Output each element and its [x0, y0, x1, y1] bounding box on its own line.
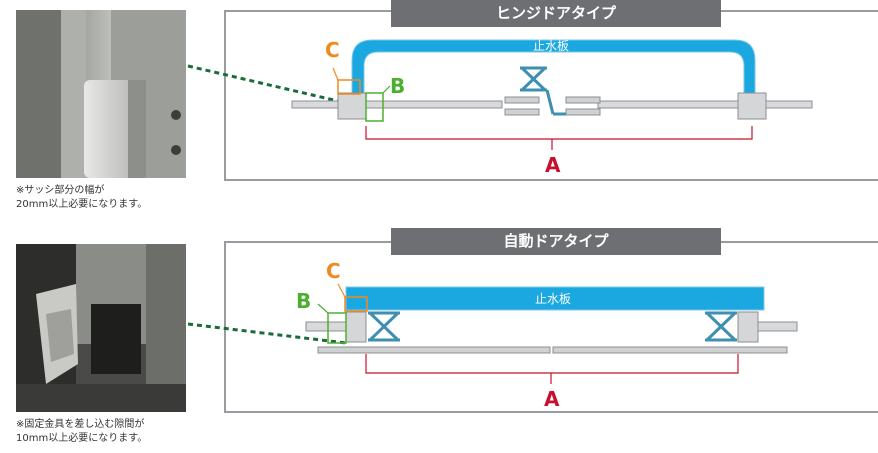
hinge-note-line1: ※サッシ部分の幅が: [16, 185, 105, 196]
hinge-connector-line: [187, 64, 339, 103]
hinge-door-leaf-right2: [565, 108, 601, 116]
hinge-b-marker-box: [365, 92, 384, 122]
auto-x-bracket-left: [368, 311, 400, 342]
auto-b-marker-box: [327, 312, 347, 344]
auto-note-line2: 10mm以上必要になります。: [16, 433, 148, 444]
auto-track-right: [552, 346, 788, 354]
hinge-board-label: 止水板: [533, 39, 569, 53]
hinge-end-block-left: [337, 92, 367, 120]
auto-door-photo: [16, 244, 186, 412]
hinge-rail-left: [291, 100, 503, 109]
hinge-rail-right: [597, 100, 813, 109]
auto-end-block-left: [345, 311, 367, 343]
auto-board-label: 止水板: [535, 292, 571, 306]
auto-board: [345, 286, 765, 311]
hinge-label-a: A: [545, 153, 561, 177]
hinge-door-leaf-right: [565, 96, 601, 104]
auto-end-block-right: [737, 311, 759, 343]
auto-note: ※固定金具を差し込む隙間が 10mm以上必要になります。: [16, 418, 147, 446]
auto-label-a: A: [544, 387, 560, 411]
auto-rail-right: [756, 321, 798, 332]
hinge-label-c: C: [325, 38, 340, 62]
auto-rail-left: [305, 321, 347, 332]
hinge-title-banner: ヒンジドアタイプ: [391, 0, 721, 27]
hinge-end-block-right: [737, 92, 767, 120]
auto-note-line1: ※固定金具を差し込む隙間が: [16, 419, 145, 430]
auto-dimension-a-line: [365, 354, 739, 374]
auto-label-c: C: [326, 259, 341, 283]
hinge-dimension-a-line: [365, 126, 753, 140]
hinge-door-photo: [16, 10, 186, 178]
auto-x-bracket-right: [705, 311, 737, 342]
hinge-note-line2: 20mm以上必要になります。: [16, 199, 148, 210]
hinge-x-bracket: [520, 66, 566, 116]
auto-c-marker-box: [344, 296, 368, 312]
hinge-note: ※サッシ部分の幅が 20mm以上必要になります。: [16, 184, 147, 212]
hinge-c-marker-box: [337, 79, 361, 95]
hinge-label-b: B: [390, 74, 405, 98]
auto-track-left: [317, 346, 551, 354]
hinge-door-leaf-left2: [504, 108, 540, 116]
hinge-door-leaf-left: [504, 96, 540, 104]
auto-label-b: B: [296, 289, 311, 313]
auto-title-banner: 自動ドアタイプ: [391, 228, 721, 255]
